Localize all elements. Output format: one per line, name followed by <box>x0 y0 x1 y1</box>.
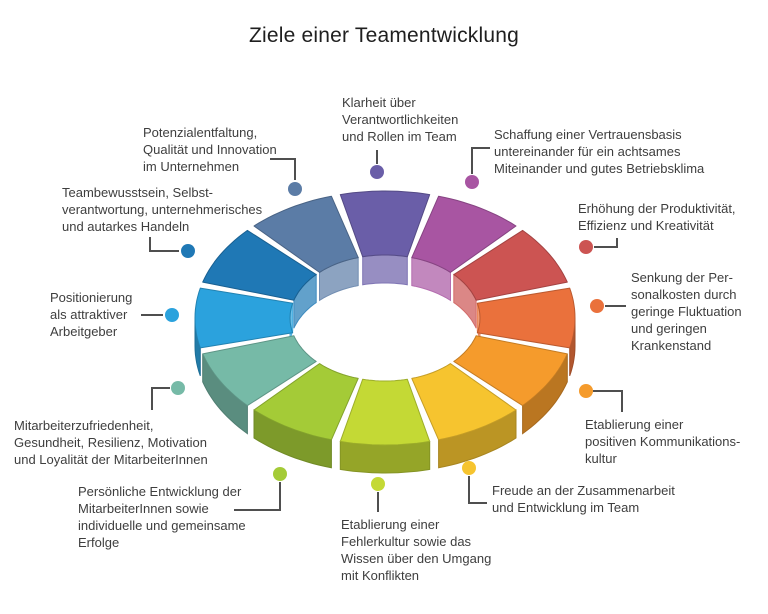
chart-segment-fehlerkultur-wall <box>339 440 431 474</box>
chart-label-fehlerkultur: Etablierung einer Fehlerkultur sowie das… <box>341 517 492 583</box>
chart-label-potenzialentfaltung: Potenzialentfaltung, Qualität und Innova… <box>143 125 277 174</box>
label-connector-freude <box>468 476 487 504</box>
chart-label-freude: Freude an der Zusammenarbeit und Entwick… <box>492 483 675 515</box>
chart-segment-personalkosten <box>476 287 576 349</box>
chart-label-vertrauensbasis: Schaffung einer Vertrauensbasis unterein… <box>494 127 705 176</box>
chart-segment-klarheit <box>339 190 431 258</box>
chart-label-klarheit: Klarheit über Verantwortlichkeiten und R… <box>342 95 459 144</box>
chart-segment-freude <box>411 363 517 441</box>
chart-segment-klarheit-inner-wall <box>362 254 408 286</box>
label-dot-arbeitgeber <box>165 308 179 322</box>
label-dot-vertrauensbasis <box>465 175 479 189</box>
chart-label-kommunikationskultur: Etablierung einer positiven Kommunikatio… <box>585 417 741 466</box>
chart-label-entwicklung: Persönliche Entwicklung der MitarbeiterI… <box>78 484 246 550</box>
label-dot-entwicklung <box>273 467 287 481</box>
chart-segment-fehlerkultur <box>339 378 431 446</box>
label-connector-vertrauensbasis <box>471 147 490 174</box>
chart-label-arbeitgeber: Positionierung als attraktiver Arbeitgeb… <box>50 290 133 339</box>
chart-label-produktivitaet: Erhöhung der Produktivität, Effizienz un… <box>578 201 736 233</box>
chart-label-zufriedenheit: Mitarbeiterzufriedenheit, Gesundheit, Re… <box>14 418 208 467</box>
label-dot-teambewusstsein <box>181 244 195 258</box>
chart-segment-entwicklung <box>253 363 359 441</box>
label-dot-kommunikationskultur <box>579 384 593 398</box>
label-connector-kommunikationskultur <box>593 390 623 412</box>
label-dot-klarheit <box>370 165 384 179</box>
chart-segment-teambewusstsein <box>202 229 317 301</box>
label-connector-zufriedenheit <box>151 387 170 410</box>
chart-segment-produktivitaet <box>453 229 568 301</box>
label-dot-fehlerkultur <box>371 477 385 491</box>
chart-segment-potenzialentfaltung <box>253 195 359 273</box>
chart-label-personalkosten: Senkung der Per- sonalkosten durch gerin… <box>631 270 742 353</box>
label-dot-potenzialentfaltung <box>288 182 302 196</box>
label-connector-produktivitaet <box>594 238 618 248</box>
chart-label-teambewusstsein: Teambewusstsein, Selbst- verantwortung, … <box>62 185 263 234</box>
label-dot-personalkosten <box>590 299 604 313</box>
chart-segment-kommunikationskultur <box>453 335 568 407</box>
label-connector-potenzialentfaltung <box>270 158 296 180</box>
chart-segment-zufriedenheit <box>202 335 317 407</box>
label-dot-zufriedenheit <box>171 381 185 395</box>
chart-segment-vertrauensbasis <box>411 195 517 273</box>
label-dot-freude <box>462 461 476 475</box>
label-connector-entwicklung <box>234 482 281 511</box>
label-connector-teambewusstsein <box>149 237 179 252</box>
chart-segment-arbeitgeber <box>194 287 294 349</box>
label-dot-produktivitaet <box>579 240 593 254</box>
page-title: Ziele einer Teamentwicklung <box>249 24 519 47</box>
